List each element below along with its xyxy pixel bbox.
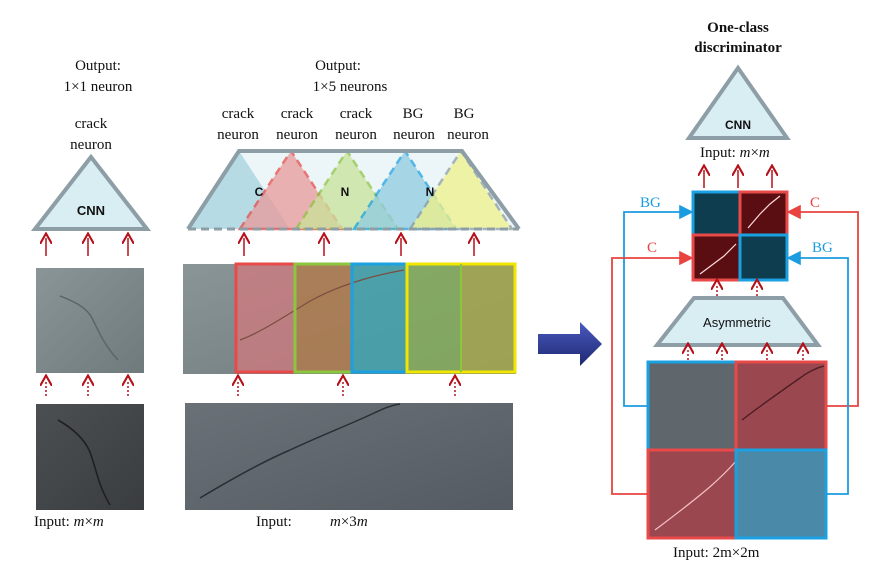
middle-neuron-4-line2: neuron	[393, 127, 435, 143]
right-middle-arrows	[717, 284, 757, 296]
route-label-c-top: C	[810, 195, 820, 211]
left-neuron-label-line1: crack	[75, 116, 108, 132]
feature-strip-crack	[239, 269, 405, 341]
feature-window-green-fill	[295, 264, 351, 372]
right-input-label: Input: 2m×2m	[673, 545, 760, 561]
right-cnn-triangle	[685, 64, 791, 140]
route-label-c-left: C	[647, 240, 657, 256]
right-feature-grid	[691, 190, 789, 282]
input-crack-2	[654, 461, 736, 531]
middle-upper-arrows	[244, 238, 474, 256]
grid-cell-crack-top	[738, 190, 789, 237]
right-lower-arrows	[688, 348, 803, 360]
feature-window-red-fill	[236, 264, 295, 372]
middle-input-strip	[185, 403, 513, 510]
route-c-top-right	[786, 204, 859, 407]
middle-lower-arrows	[238, 380, 455, 396]
transition-arrow-icon	[538, 322, 602, 366]
route-c-bottom-left	[611, 250, 694, 495]
window-letter-c: C	[255, 185, 264, 199]
input-crack-1	[741, 365, 825, 421]
input-quadrant-br	[736, 450, 826, 538]
middle-neuron-1-line1: crack	[222, 106, 255, 122]
multi-neuron-cnn: C N N	[186, 148, 521, 231]
feature-window-yellow1-fill	[407, 264, 461, 372]
left-cnn-triangle	[30, 153, 152, 231]
window-letter-n-1: N	[341, 185, 350, 199]
middle-neuron-2-line1: crack	[281, 106, 314, 122]
input-quadrant-tr	[736, 362, 826, 450]
left-input-label: Input: m×m	[34, 514, 104, 530]
discriminator-title-line2: discriminator	[694, 40, 782, 56]
left-feature-crack	[59, 295, 119, 361]
grid-crack-line-1	[747, 195, 781, 229]
input-quadrant-tl	[648, 362, 736, 450]
input-quadrant-bl	[648, 450, 736, 538]
middle-feature-strip	[183, 262, 517, 374]
cnn-trapezoid-border	[186, 149, 521, 231]
route-bg-top-left	[623, 204, 694, 407]
asymmetric-label: Asymmetric	[703, 315, 771, 330]
middle-neuron-1-line2: neuron	[217, 127, 259, 143]
middle-pipeline: Output: 1×5 neurons crack neuron crack n…	[183, 58, 521, 530]
left-feature-patch	[36, 268, 144, 373]
right-cnn-label: CNN	[725, 118, 751, 132]
middle-neuron-5-line2: neuron	[447, 127, 489, 143]
right-cnn-input-label: Input: m×m	[700, 145, 770, 161]
left-output-label: Output:	[75, 58, 121, 74]
middle-neuron-3-line1: crack	[340, 106, 373, 122]
feature-window-yellow2-fill	[461, 264, 514, 372]
left-neuron-label-line2: neuron	[70, 137, 112, 153]
route-label-bg-top: BG	[640, 195, 661, 211]
middle-neuron-4-line1: BG	[403, 106, 424, 122]
middle-output-label: Output:	[315, 58, 361, 74]
left-cnn-label: CNN	[77, 203, 105, 218]
middle-input-label: Input:m×3m	[256, 514, 368, 530]
left-pipeline: Output: 1×1 neuron crack neuron CNN Inpu…	[30, 58, 152, 530]
left-input-crack	[57, 419, 111, 506]
grid-cell-bg-bottom	[738, 233, 789, 282]
middle-neuron-2-line2: neuron	[276, 127, 318, 143]
grid-crack-line-2	[699, 243, 737, 275]
grid-cell-bg-top	[691, 190, 742, 237]
middle-input-crack	[199, 403, 401, 499]
discriminator-title-line1: One-class	[707, 20, 769, 36]
right-input-grid	[646, 360, 828, 540]
window-letter-n-2: N	[426, 185, 435, 199]
middle-output-size: 1×5 neurons	[313, 79, 388, 95]
left-lower-arrows	[46, 380, 128, 396]
feature-window-blue-fill	[352, 264, 406, 372]
left-input-patch	[36, 404, 144, 510]
left-output-size: 1×1 neuron	[64, 79, 133, 95]
middle-neuron-5-line1: BG	[454, 106, 475, 122]
middle-neuron-3-line2: neuron	[335, 127, 377, 143]
right-pipeline: One-class discriminator CNN Input: m×m A…	[611, 20, 859, 561]
right-upper-arrows	[704, 170, 772, 188]
left-upper-arrows	[46, 238, 128, 256]
route-label-bg-right: BG	[812, 240, 833, 256]
route-bg-bottom-right	[786, 250, 849, 495]
